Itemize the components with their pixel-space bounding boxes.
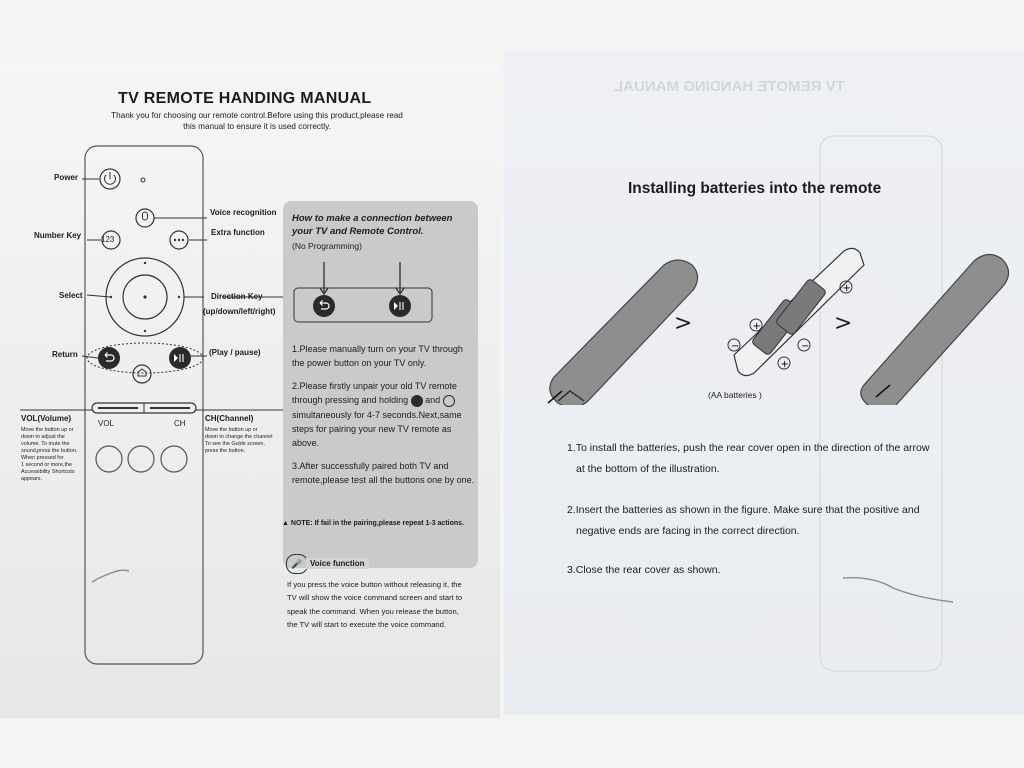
vol-desc-line: 1 second or more,the xyxy=(21,462,72,469)
svg-text:+: + xyxy=(843,283,851,294)
ch-desc-line: Move the button up or xyxy=(205,427,258,433)
battery-step-1a: 1.To install the batteries, push the rea… xyxy=(567,442,930,454)
label-number: Number Key xyxy=(34,231,82,240)
battery-step-2b: negative ends are facing in the correct … xyxy=(576,525,800,537)
vol-desc-line: Move the button up or xyxy=(21,427,74,433)
note: ▲ NOTE: If fail in the pairing,please re… xyxy=(282,520,464,527)
vol-desc-line: down to adjust the xyxy=(21,434,65,441)
battery-step-2a: 2.Insert the batteries as shown in the f… xyxy=(567,504,920,516)
step-2: 2.Please firstly unpair your old TV remo… xyxy=(292,379,476,451)
return-icon xyxy=(410,394,423,407)
voice-title: Voice function xyxy=(306,558,369,569)
label-direction: Direction Key xyxy=(211,292,263,301)
spacer xyxy=(567,480,1007,500)
vol-desc-line: Accessibility Shortcuts xyxy=(21,469,75,476)
arrow-icon xyxy=(875,384,891,398)
number-key-text: 123 xyxy=(101,235,115,244)
connection-subtitle: (No Programming) xyxy=(292,241,362,251)
arrow-icon xyxy=(547,390,563,404)
ch-desc-line: press the button. xyxy=(205,448,246,455)
label-direction-sub: (up/down/left/right) xyxy=(203,307,276,316)
battery-steps: 1.To install the batteries, push the rea… xyxy=(567,438,1007,581)
vol-desc-line: volume. To mute the xyxy=(21,441,70,448)
connection-panel xyxy=(283,201,478,568)
vol-desc-line: appears. xyxy=(21,476,42,483)
vol-desc-line: When pressed for xyxy=(21,455,64,462)
battery-step-3: 3.Close the rear cover as shown. xyxy=(567,564,721,576)
label-ch: CH(Channel) xyxy=(205,414,254,423)
label-return: Return xyxy=(52,350,78,359)
connection-title-line-2: your TV and Remote Control. xyxy=(292,225,424,237)
svg-text:+: + xyxy=(781,359,789,370)
step-3: 3.After successfully paired both TV and … xyxy=(292,460,475,486)
paper-crease xyxy=(842,577,954,603)
play-pause-icon xyxy=(442,394,455,407)
battery-step-1b: at the bottom of the illustration. xyxy=(576,463,720,475)
battery-illustration: > + − + − + > xyxy=(547,247,1010,405)
svg-text:−: − xyxy=(731,341,739,352)
left-page: TV REMOTE HANDING MANUAL Thank you for c… xyxy=(0,58,500,718)
ch-text: CH xyxy=(174,419,186,428)
intro-text: Thank you for choosing our remote contro… xyxy=(82,110,432,132)
vol-description: Move the button up or down to adjust the… xyxy=(21,427,81,483)
spacer xyxy=(567,542,1007,560)
chevron-right-icon: > xyxy=(834,311,852,336)
chevron-right-icon: > xyxy=(674,311,692,336)
label-extra: Extra function xyxy=(211,228,265,237)
label-power: Power xyxy=(54,173,79,182)
label-voice: Voice recognition xyxy=(210,208,277,217)
microphone-icon: 🎤 xyxy=(286,554,308,574)
connection-title-line-1: How to make a connection between xyxy=(292,213,453,224)
manual-title: TV REMOTE HANDING MANUAL xyxy=(118,90,372,107)
pairing-buttons-figure xyxy=(293,262,433,323)
connection-title: How to make a connection between your TV… xyxy=(292,213,452,239)
intro-line-2: this manual to ensure it is used correct… xyxy=(183,122,331,132)
connection-steps: 1.Please manually turn on your TV throug… xyxy=(292,342,476,496)
voice-text: If you press the voice button without re… xyxy=(287,580,463,629)
return-icon xyxy=(313,295,335,317)
svg-text:+: + xyxy=(753,321,761,332)
battery-caption: (AA batteries ) xyxy=(708,390,762,400)
ch-desc-line: down to change the channel xyxy=(205,434,273,441)
svg-text:−: − xyxy=(801,341,809,352)
label-play: (Play / pause) xyxy=(209,348,261,357)
vol-desc-line: sound,press the button. xyxy=(21,448,78,455)
step-2-and: and xyxy=(425,395,441,406)
vol-text: VOL xyxy=(98,419,115,428)
step-1: 1.Please manually turn on your TV throug… xyxy=(292,344,463,369)
batteries-title: Installing batteries into the remote xyxy=(628,180,882,197)
label-select: Select xyxy=(59,291,83,300)
warning-icon: ▲ xyxy=(282,520,289,527)
step-2-cont: simultaneously for 4-7 seconds.Next,same… xyxy=(292,409,462,449)
ch-desc-line: To see the Guide screen, xyxy=(205,441,265,448)
step-2-text: 2.Please firstly unpair your old TV remo… xyxy=(292,380,457,406)
show-through-remote xyxy=(819,135,943,672)
intro-line-1: Thank you for choosing our remote contro… xyxy=(111,111,403,120)
ch-description: Move the button up or down to change the… xyxy=(205,427,285,455)
remote-diagram xyxy=(20,145,290,665)
note-text: NOTE: If fail in the pairing,please repe… xyxy=(290,520,464,527)
right-page: TV REMOTE HANDING MANUAL Installing batt… xyxy=(504,50,1024,715)
label-vol: VOL(Volume) xyxy=(21,414,72,423)
